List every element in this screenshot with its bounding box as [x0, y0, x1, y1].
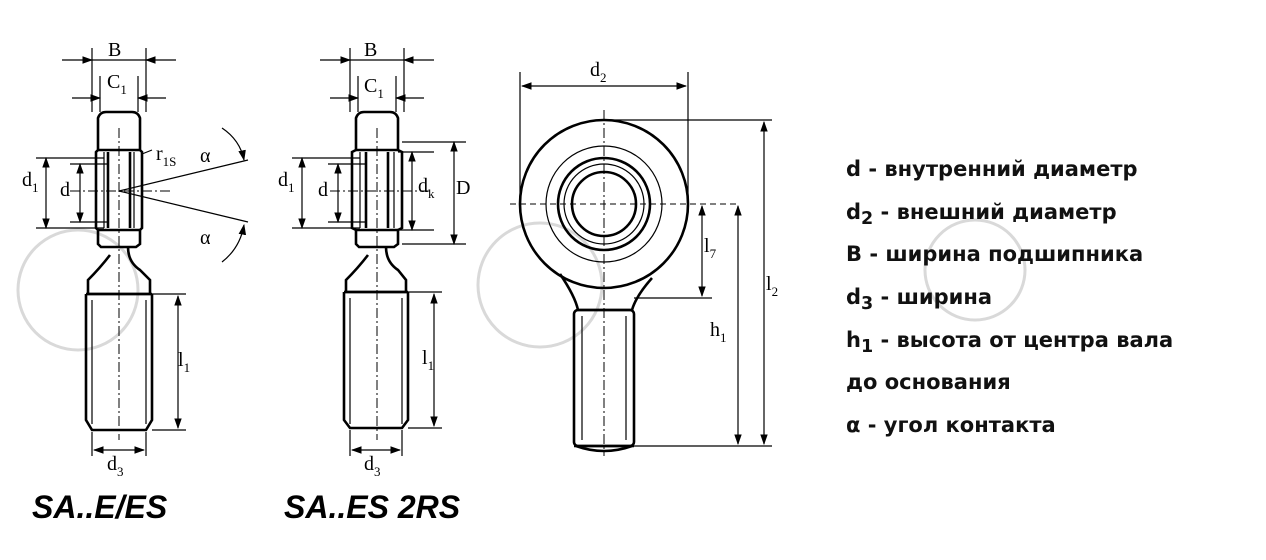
left-rod-end-view: B C1 r1S α α d1 d l1 d3 SA..E/ES — [22, 39, 249, 525]
dim-l7-right: l7 — [704, 235, 717, 261]
dim-B-left: B — [108, 39, 121, 61]
dim-d-mid: d — [318, 179, 328, 201]
dim-d1-mid: d1 — [278, 169, 295, 195]
part-label-left: SA..E/ES — [32, 489, 168, 525]
legend-line-d: d - внутренний диаметр — [846, 157, 1138, 181]
legend-line-h1-cont: до основания — [846, 370, 1011, 395]
alpha-top-left: α — [200, 145, 211, 167]
dim-l1-left: l1 — [178, 349, 190, 375]
dim-C1-mid: C1 — [364, 75, 384, 101]
right-front-view: d2 l7 h1 l2 — [510, 59, 778, 456]
legend: d - внутренний диаметр d2 - внешний диам… — [846, 152, 1256, 451]
dim-l1-mid: l1 — [422, 347, 434, 373]
dim-d3-mid: d3 — [364, 453, 381, 479]
dim-d2-right: d2 — [590, 59, 607, 85]
dim-d3-left: d3 — [107, 453, 124, 479]
alpha-bottom-left: α — [200, 227, 211, 249]
dim-r1s-left: r1S — [156, 143, 176, 169]
legend-line-d3: d3 - ширина — [846, 285, 993, 315]
dim-B-mid: B — [364, 39, 377, 61]
dim-l2-right: l2 — [766, 273, 778, 299]
dim-D-mid: D — [456, 177, 470, 199]
part-label-middle: SA..ES 2RS — [284, 489, 461, 525]
legend-line-alpha: α - угол контакта — [846, 413, 1056, 438]
legend-line-h1: h1 - высота от центра вала — [846, 327, 1174, 357]
legend-line-B: B - ширина подшипника — [846, 242, 1144, 267]
dim-dk-mid: dk — [418, 175, 435, 201]
legend-line-d2: d2 - внешний диаметр — [846, 199, 1117, 229]
middle-rod-end-view: B C1 d1 d dk D l1 d3 SA..ES 2RS — [278, 39, 470, 525]
watermark — [16, 218, 1027, 352]
dim-C1-left: C1 — [107, 71, 127, 97]
dim-h1-right: h1 — [710, 319, 727, 345]
dim-d1-left: d1 — [22, 169, 39, 195]
dim-d-left: d — [60, 179, 70, 201]
